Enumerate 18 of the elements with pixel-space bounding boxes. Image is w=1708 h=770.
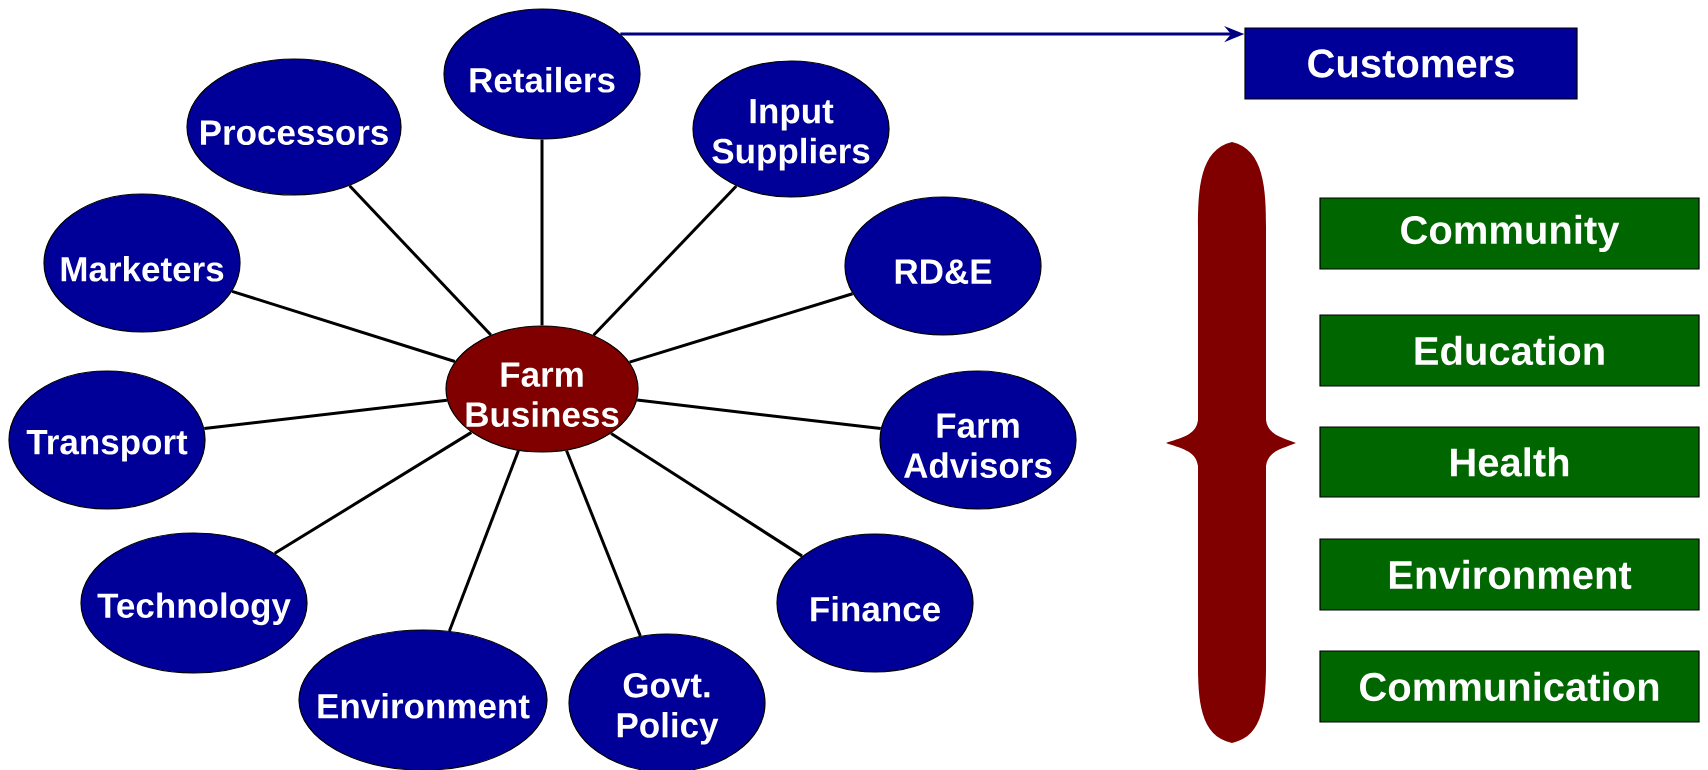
connector-line xyxy=(448,450,520,632)
connector-line xyxy=(273,431,473,555)
label-box: Environment xyxy=(1319,538,1700,611)
label-box: Communication xyxy=(1319,650,1700,723)
connector-line xyxy=(629,292,854,364)
connector-line xyxy=(204,398,448,431)
curly-brace xyxy=(1166,142,1296,743)
connector-line xyxy=(636,398,881,431)
label-box: Health xyxy=(1319,426,1700,498)
connector-line xyxy=(348,184,492,337)
label-box: Community xyxy=(1319,197,1700,270)
connector-line xyxy=(610,432,803,558)
connector-line xyxy=(592,185,738,337)
label-box: Customers xyxy=(1244,27,1578,100)
connector-line xyxy=(540,139,544,326)
label-box: Education xyxy=(1319,314,1700,387)
connector-line xyxy=(565,449,642,637)
connector-line xyxy=(231,289,456,363)
